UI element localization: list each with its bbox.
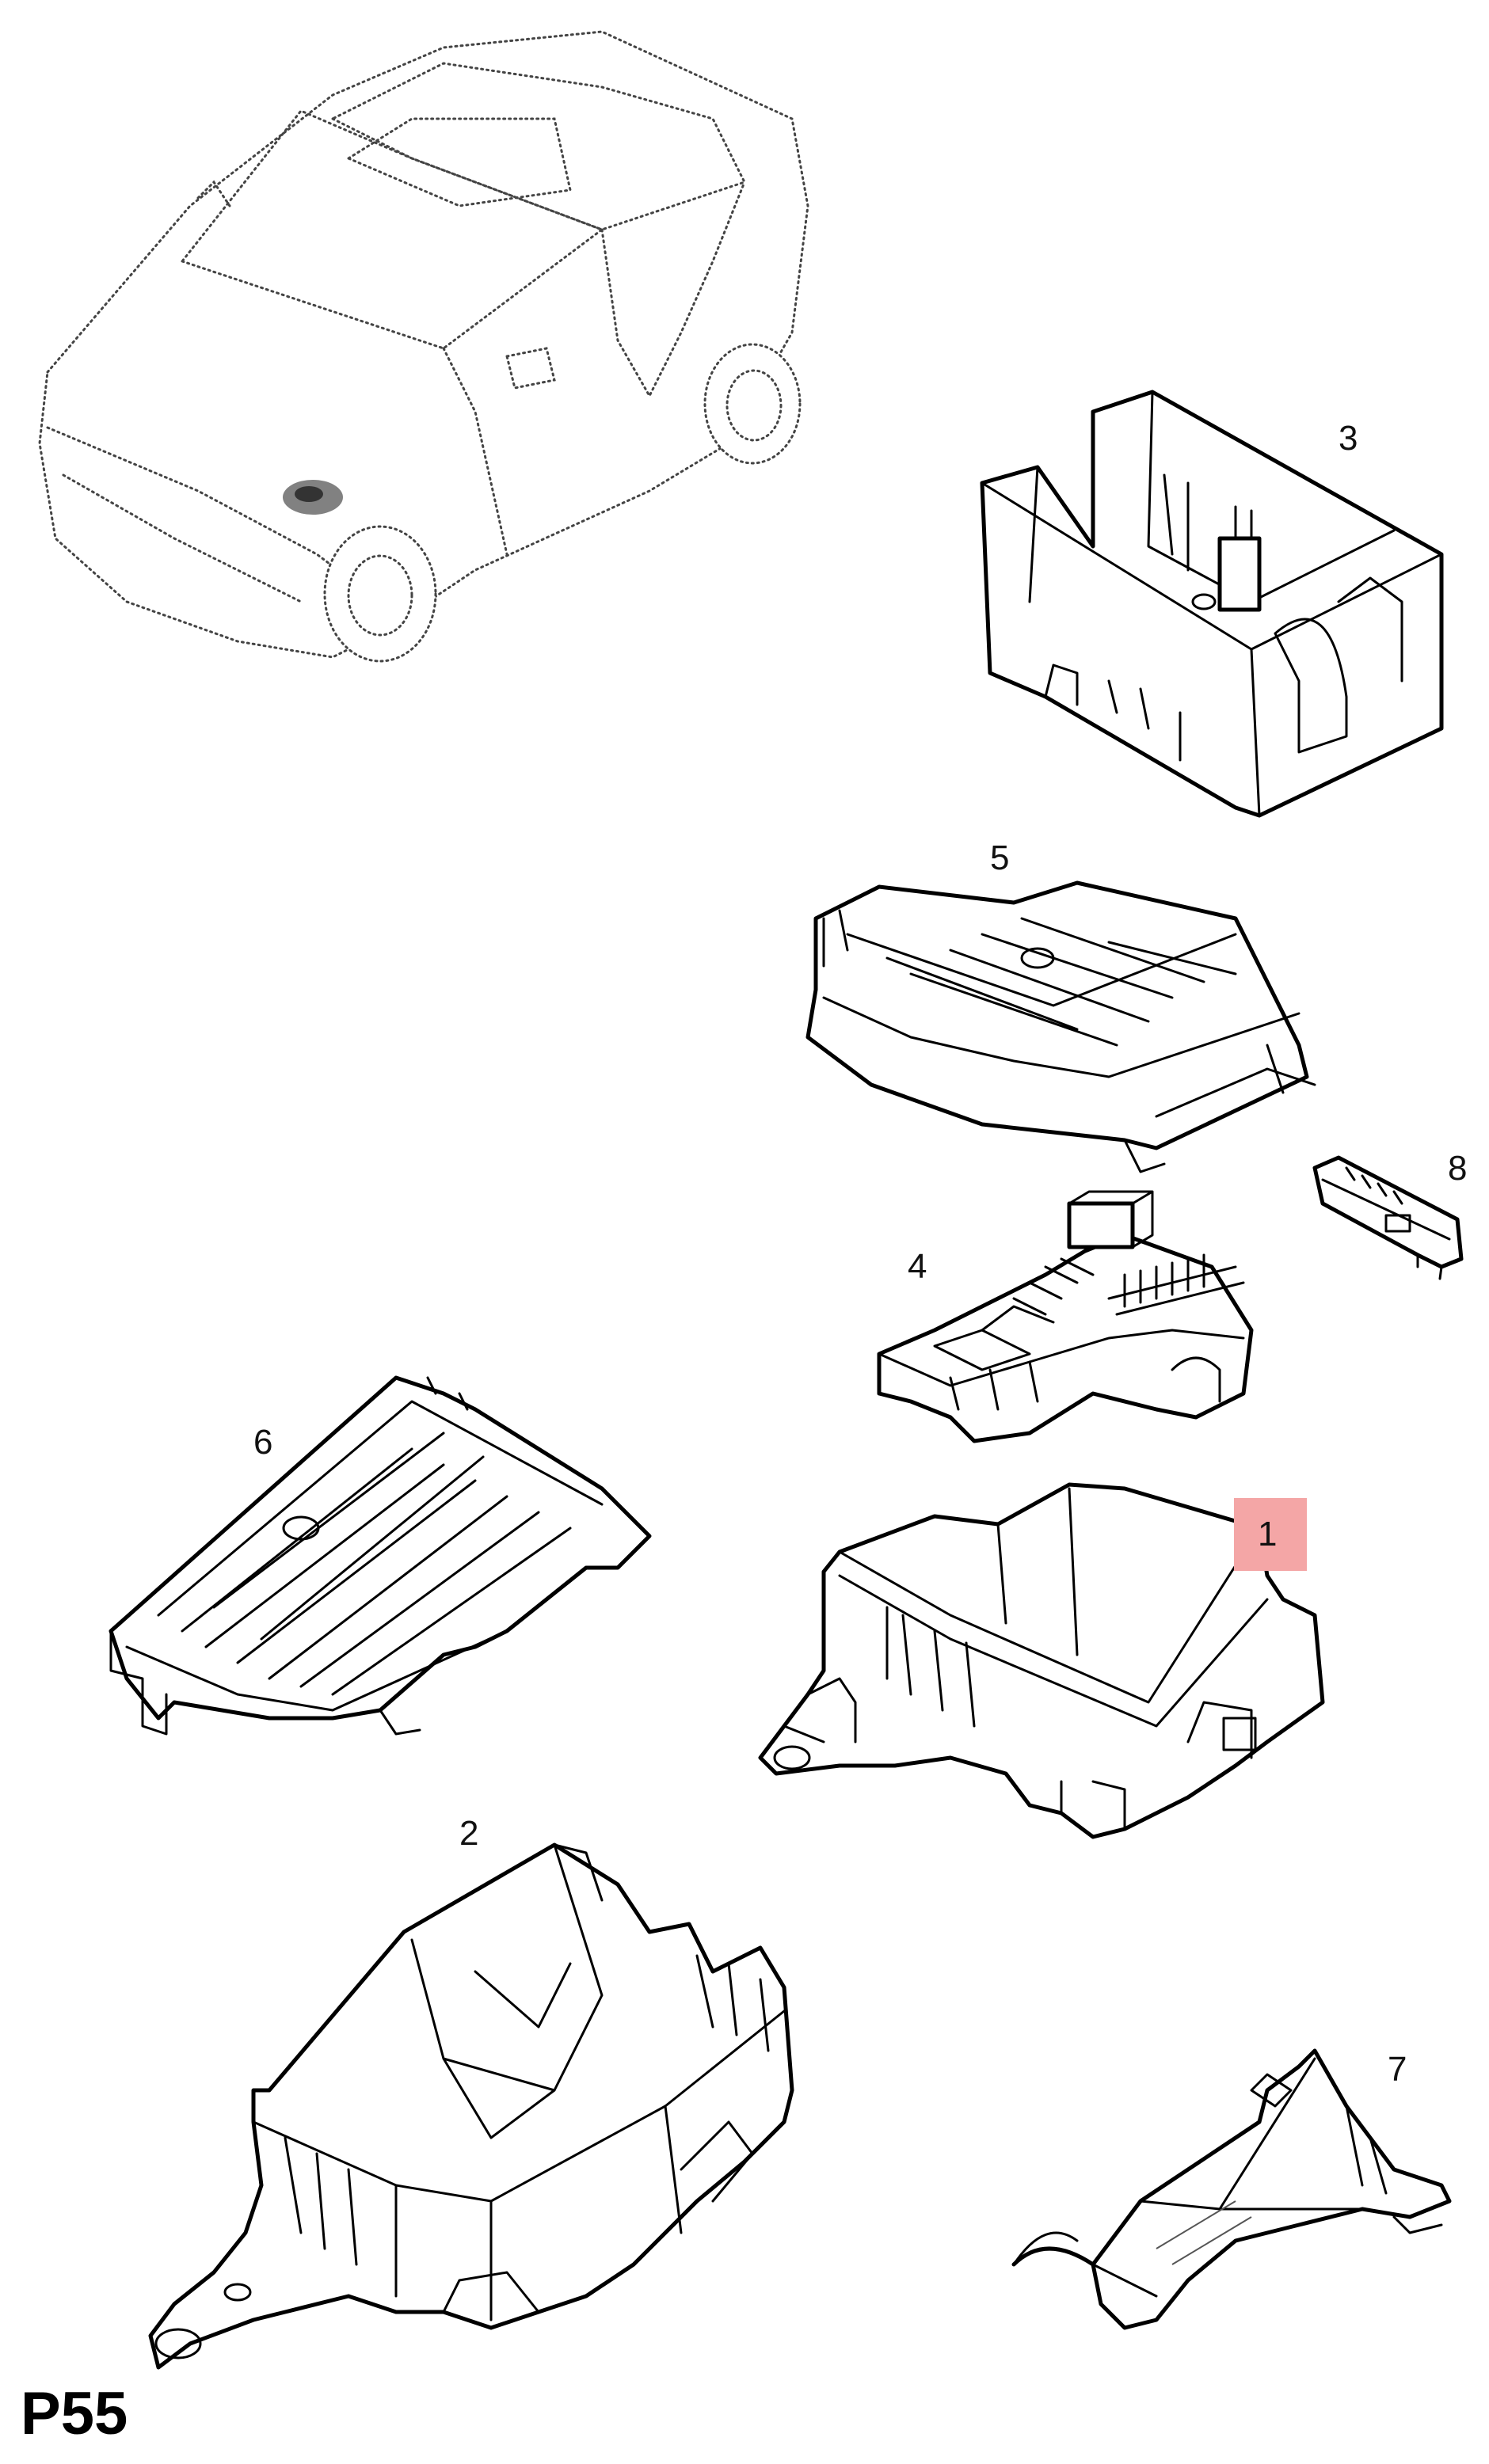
part-8-clip [1312,1155,1464,1280]
fuse-box-location-marker [283,480,343,515]
part-3-battery-box [980,390,1444,818]
part-label-4: 4 [908,1247,927,1286]
part-6-tray-cover [109,1375,652,1736]
part-label-7: 7 [1388,2050,1407,2089]
part-2-base-bracket [148,1842,794,2370]
part-label-1: 1 [1258,1515,1277,1553]
part-label-3: 3 [1339,419,1358,458]
vehicle-outline [38,30,809,663]
part-4-fuse-carrier [877,1190,1254,1443]
page-code: P55 [21,2380,128,2447]
part-7-duct [1011,2048,1452,2330]
part-5-cover [805,880,1316,1173]
part-label-8: 8 [1448,1149,1467,1188]
part-label-5: 5 [990,838,1009,877]
part-1-lower-housing [758,1482,1325,1839]
part-label-6: 6 [253,1423,272,1462]
part-label-2: 2 [459,1814,478,1853]
highlight-box [1234,1498,1307,1571]
